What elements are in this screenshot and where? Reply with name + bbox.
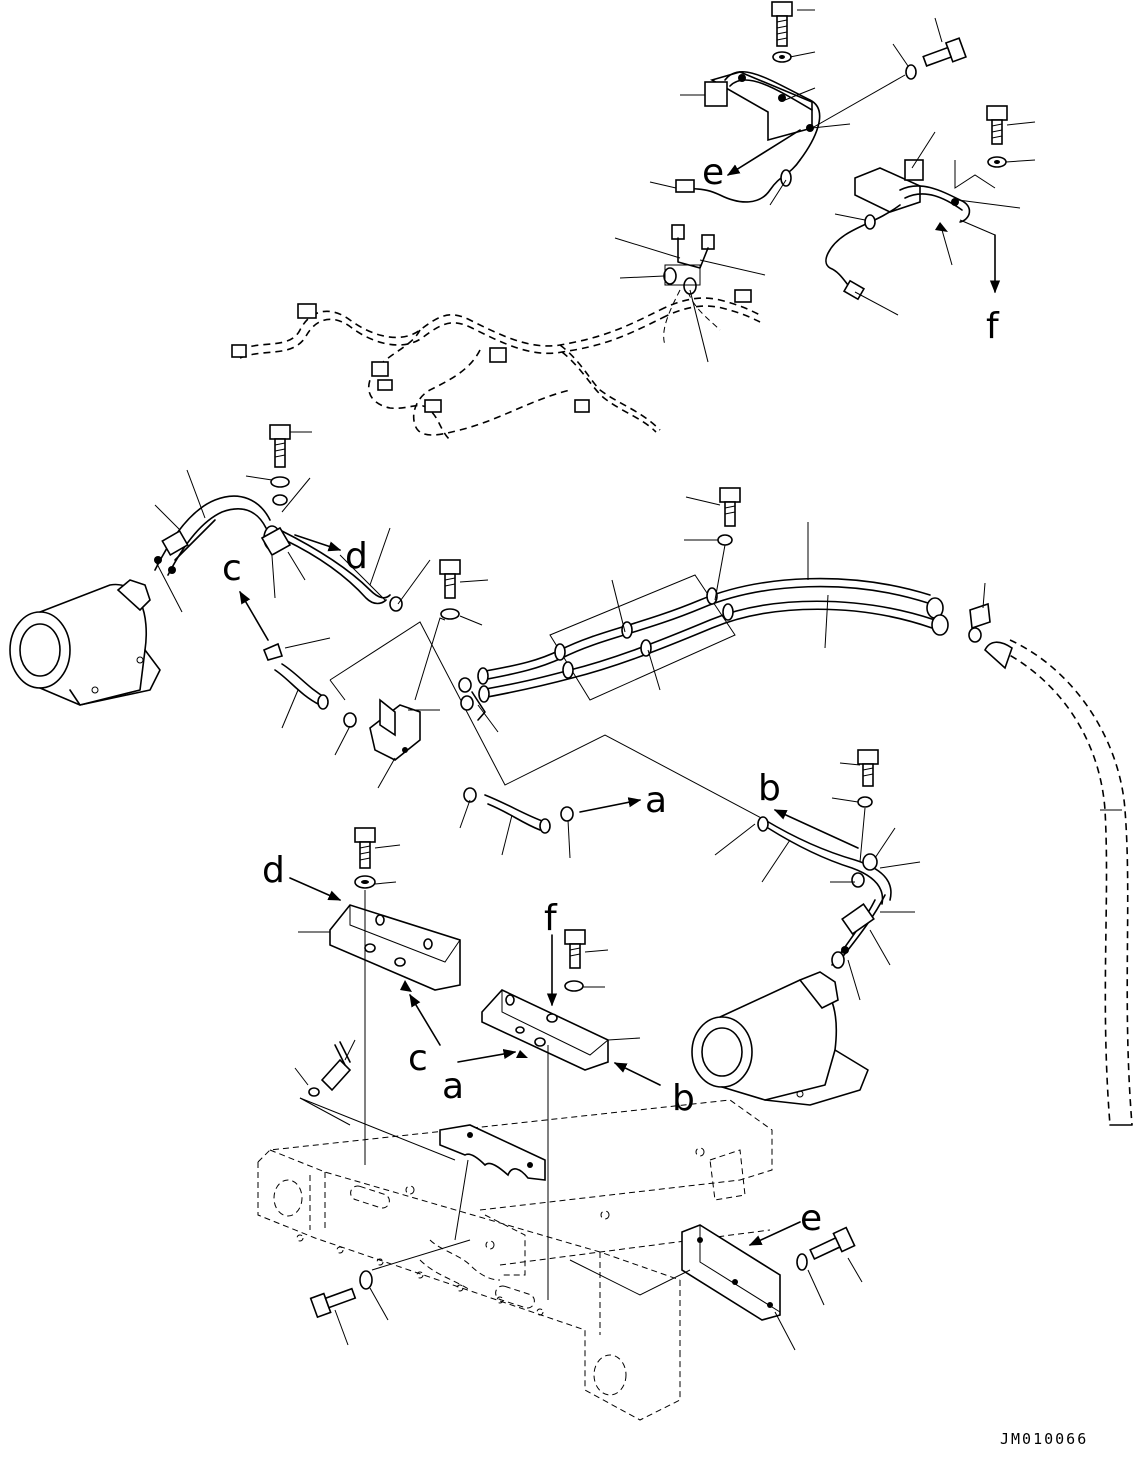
bracket-f: f a b	[442, 898, 695, 1300]
ref-letter-a-mark: a	[442, 1066, 464, 1107]
cover-plate-e: e	[569, 1198, 863, 1351]
bolt-icon	[439, 559, 461, 599]
connector-assembly-f: f	[825, 105, 1036, 347]
ref-letter-d: d	[345, 536, 368, 577]
washer-icon	[796, 1253, 808, 1271]
ref-letter-e: e	[702, 152, 724, 193]
valve-and-pipe-bundle: a	[329, 487, 949, 859]
ref-letter-b-mark: b	[672, 1078, 695, 1119]
right-turbo-assembly: b	[691, 749, 921, 1106]
ref-letter-f: f	[986, 306, 1000, 347]
ref-letter-f-mark: f	[544, 898, 558, 939]
bolt-icon	[719, 487, 741, 527]
plug-sensor	[294, 1039, 356, 1126]
bolt-icon	[269, 424, 291, 468]
bolt-icon	[564, 929, 586, 969]
bolt-icon	[809, 1226, 856, 1260]
bolt-icon	[922, 37, 967, 67]
bracket-d: d c	[262, 827, 461, 1165]
bolt-icon	[857, 749, 879, 787]
frame-cross-member	[257, 1097, 773, 1421]
bolt-icon	[771, 1, 793, 47]
ref-letter-d-mark: d	[262, 850, 285, 891]
ref-letter-e-mark: e	[800, 1198, 822, 1239]
left-turbo-assembly: d c	[9, 424, 431, 756]
bottom-left-bolt	[309, 1239, 471, 1346]
connector-assembly-e: e	[649, 1, 967, 206]
washer-icon	[857, 796, 873, 808]
washer-icon	[359, 1270, 373, 1290]
ref-letter-a: a	[645, 780, 667, 821]
wiring-harness	[231, 224, 766, 441]
bolt-icon	[309, 1287, 357, 1319]
ref-letter-b: b	[758, 768, 781, 809]
washer-icon	[270, 476, 290, 488]
drawing-code: JM010066	[1000, 1430, 1088, 1448]
washer-icon	[564, 980, 584, 992]
washer-icon	[717, 534, 733, 546]
bolt-icon	[986, 105, 1008, 145]
washer-icon	[440, 608, 460, 620]
bolt-icon	[354, 827, 376, 869]
long-hose	[968, 582, 1133, 1126]
washer-icon	[905, 64, 917, 80]
ref-letter-c: c	[222, 548, 242, 589]
ref-letter-c-mark: c	[408, 1038, 428, 1079]
